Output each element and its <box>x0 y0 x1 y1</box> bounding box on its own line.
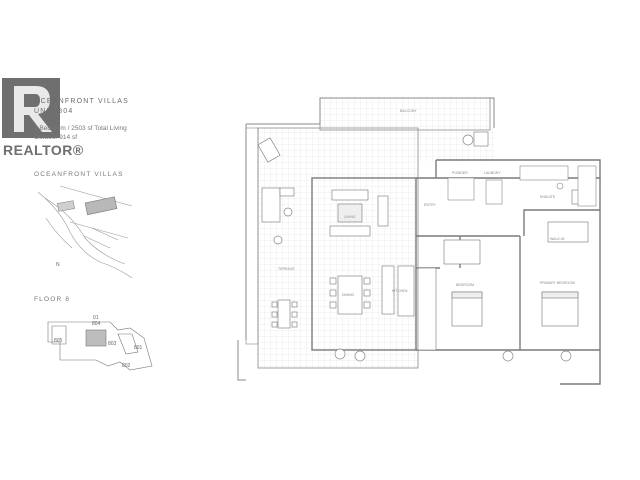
keyplan-unit-801: 801 <box>134 345 143 351</box>
room-label-living: LIVING <box>344 215 356 219</box>
keyplan-title: FLOOR 8 <box>34 296 71 303</box>
bedroom-area: 2 Bedroom / 2503 sf Total Living <box>34 125 127 132</box>
room-label-walk-in: WALK-IN <box>550 237 565 241</box>
room-label-bedroom: BEDROOM <box>456 283 474 287</box>
keyplan-unit-804: 804 <box>92 321 101 327</box>
living-furniture <box>329 189 437 351</box>
site-map-title: OCEANFRONT VILLAS <box>34 171 124 178</box>
realtor-r-icon <box>2 78 60 138</box>
room-label-ensuite: ENSUITE <box>540 195 556 199</box>
project-title: OCEANFRONT VILLAS <box>34 98 129 105</box>
room-label-dining: DINING <box>342 293 355 297</box>
room-label-primary-bedroom: PRIMARY BEDROOM <box>540 281 575 285</box>
bedroom-furniture <box>443 189 591 362</box>
outdoor-area: Outdoor 914 sf <box>34 134 77 141</box>
keyplan-unit-802: 802 <box>122 363 131 369</box>
room-label-terrace: TERRACE <box>278 267 295 271</box>
terrace <box>237 97 495 381</box>
room-label-laundry: LAUNDRY <box>484 171 501 175</box>
room-label-powder: POWDER <box>452 171 468 175</box>
keyplan-unit-803: 803 <box>108 341 117 347</box>
room-label-balcony: BALCONY <box>400 109 417 113</box>
interior-walls <box>311 159 601 385</box>
bathroom-fixtures <box>447 165 597 207</box>
unit-number: UNIT 804 <box>34 108 74 115</box>
room-label-kitchen: KITCHEN <box>392 289 408 293</box>
room-label-entry: ENTRY <box>424 203 436 207</box>
realtor-wordmark: REALTOR® <box>3 142 84 158</box>
realtor-logo: REALTOR® <box>0 78 84 164</box>
keyplan-unit-01: 01 <box>93 315 99 321</box>
keyplan-unit-805: 805 <box>54 338 63 344</box>
north-label: N <box>56 262 60 268</box>
terrace-furniture <box>257 131 489 362</box>
